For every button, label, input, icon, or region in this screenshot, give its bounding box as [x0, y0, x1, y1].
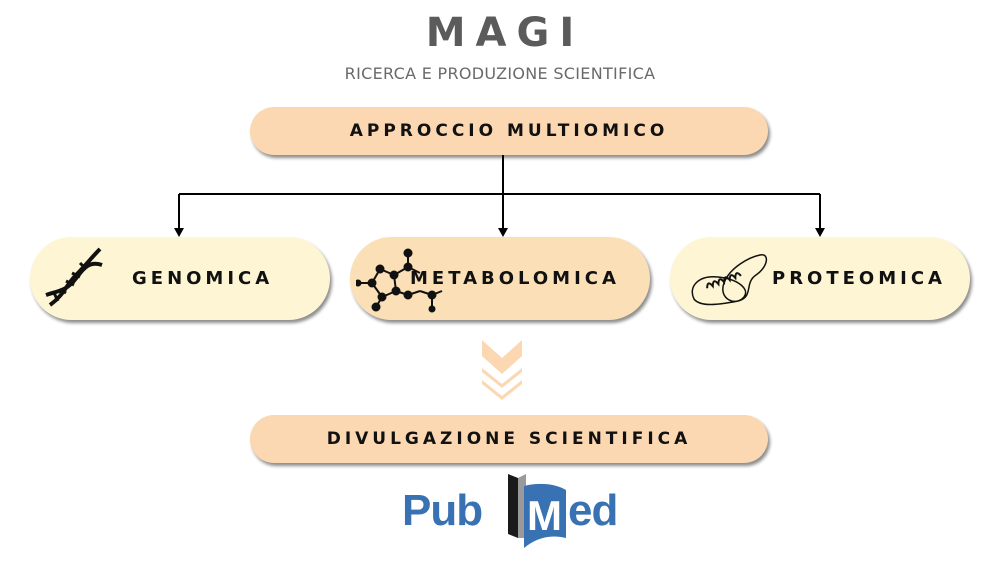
- dna-icon: [45, 247, 103, 307]
- pubmed-logo-ed: ed: [568, 486, 618, 535]
- node-genomica-label: GENOMICA: [132, 268, 274, 289]
- page-title: MAGI: [425, 10, 585, 56]
- node-metabolomica-label: METABOLOMICA: [410, 268, 620, 289]
- book-icon: M: [508, 474, 566, 548]
- chevron-mid: [482, 368, 522, 388]
- arrow-head-right: [815, 228, 825, 237]
- bottom-node-label: DIVULGAZIONE SCIENTIFICA: [326, 429, 692, 449]
- pubmed-logo-pub: Pub: [402, 486, 483, 535]
- chevron-down-icon: [482, 340, 522, 400]
- node-proteomica: PROTEOMICA: [670, 237, 970, 320]
- chevron-large: [482, 340, 522, 374]
- page-subtitle: RICERCA E PRODUZIONE SCIENTIFICA: [344, 64, 656, 83]
- node-genomica: GENOMICA: [30, 237, 330, 320]
- top-node-label: APPROCCIO MULTIOMICO: [349, 121, 669, 141]
- pubmed-logo: Pub M ed: [400, 472, 630, 552]
- top-node-approccio-multiomico: APPROCCIO MULTIOMICO: [250, 107, 768, 155]
- pubmed-logo-m: M: [527, 492, 562, 539]
- protein-icon: [691, 254, 768, 306]
- arrow-head-left: [174, 228, 184, 237]
- node-metabolomica: METABOLOMICA: [350, 237, 650, 320]
- arrow-head-center: [498, 228, 508, 237]
- molecule-icon: [356, 248, 443, 313]
- bottom-node-divulgazione-scientifica: DIVULGAZIONE SCIENTIFICA: [250, 415, 768, 463]
- node-proteomica-label: PROTEOMICA: [772, 268, 946, 289]
- chevron-small: [482, 380, 522, 400]
